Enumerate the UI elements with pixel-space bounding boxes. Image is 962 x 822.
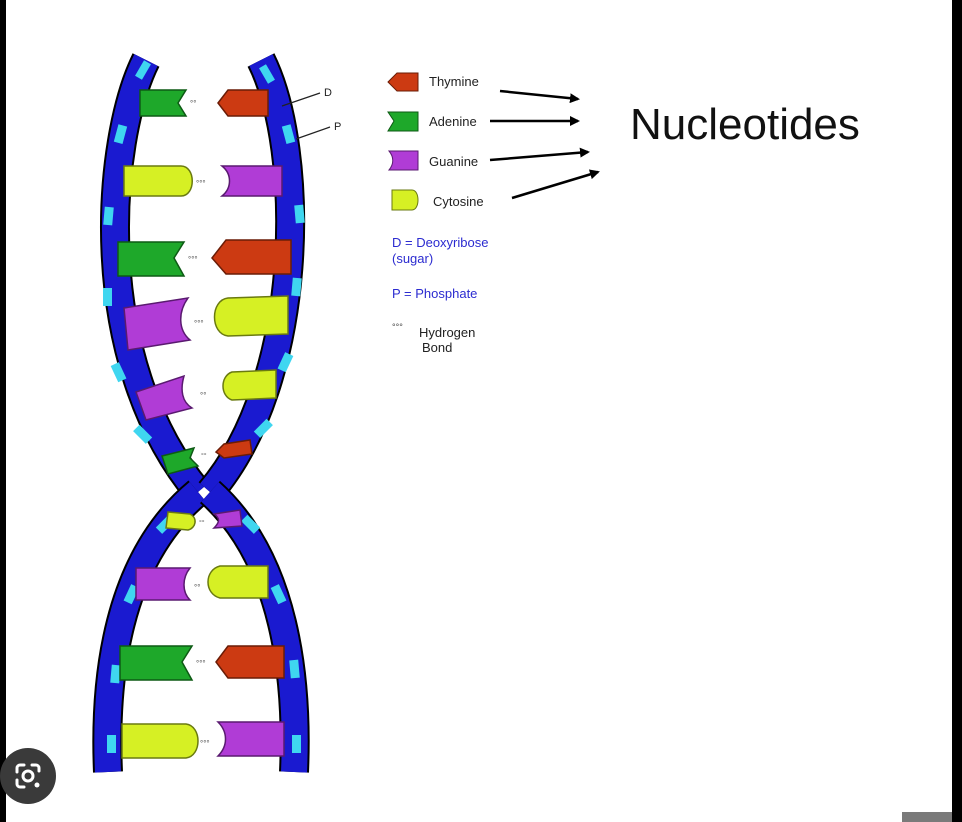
diagram-title: Nucleotides (630, 100, 860, 149)
hydrogen-bond: °°° (200, 739, 210, 748)
google-lens-button[interactable] (0, 748, 56, 804)
legend-deoxyribose-line1: D = Deoxyribose (392, 235, 488, 250)
arrow-cytosine (511, 169, 600, 200)
arrow-guanine (489, 147, 590, 162)
guanine-base (219, 165, 283, 197)
hydrogen-bond-symbol: °°° (392, 322, 403, 332)
guanine-base (216, 721, 285, 757)
base-pair-9: °°° (119, 645, 285, 681)
adenine-base (119, 645, 194, 681)
thymine-base (215, 645, 285, 679)
guanine-swatch (387, 150, 419, 171)
adenine-swatch (387, 111, 419, 132)
legend-label-cytosine: Cytosine (433, 194, 484, 209)
legend: Thymine Adenine Guanine Cytosine D = Deo… (387, 72, 488, 355)
legend-item-cytosine: Cytosine (391, 189, 484, 211)
cytosine-base (213, 295, 289, 337)
base-pair-2: °°° (123, 165, 283, 197)
deoxyribose-label: D (324, 87, 332, 99)
arrow-thymine (499, 89, 580, 104)
cytosine-base (165, 511, 196, 531)
hydrogen-bond: °° (190, 99, 196, 108)
cytosine-base (123, 165, 193, 197)
base-pair-4: °°° (123, 295, 289, 351)
adenine-base (117, 241, 186, 277)
adenine-base (139, 89, 188, 117)
arrows (489, 89, 600, 200)
thymine-base (217, 89, 269, 117)
base-pair-7: °° (165, 509, 243, 531)
thymine-base (211, 239, 292, 275)
base-pair-1: °° (139, 89, 269, 117)
phosphate-segments (103, 60, 305, 753)
diagram-canvas: °° °°° °°° °°° (6, 0, 952, 822)
thymine-swatch (387, 72, 419, 92)
base-pair-10: °°° (121, 721, 285, 759)
deoxyribose-pointer (281, 92, 321, 107)
phosphate-label: P (334, 121, 341, 133)
cytosine-base (207, 565, 269, 599)
google-lens-icon (15, 763, 41, 789)
hydrogen-bond: °°° (194, 319, 204, 328)
thymine-base (214, 439, 253, 459)
legend-hydrogen-line2: Bond (422, 340, 452, 355)
cytosine-swatch (391, 189, 419, 211)
hydrogen-bond: °°° (188, 255, 198, 264)
base-pair-3: °°° (117, 239, 292, 277)
hydrogen-bond: °° (194, 583, 200, 592)
legend-item-phosphate: P = Phosphate (392, 286, 477, 301)
strand-callouts: D P (281, 87, 341, 140)
legend-hydrogen-line1: Hydrogen (419, 325, 475, 340)
dna-nucleotides-diagram: °° °°° °°° °°° (92, 53, 860, 773)
guanine-base (123, 296, 192, 351)
hydrogen-bond: °° (200, 391, 206, 400)
cytosine-base (222, 369, 277, 401)
guanine-base (211, 509, 243, 529)
base-pair-6: °° (161, 439, 253, 475)
legend-item-guanine: Guanine (387, 150, 478, 171)
legend-item-hydrogen-bond: °°° Hydrogen Bond (392, 322, 475, 355)
guanine-base (135, 567, 192, 601)
hydrogen-bond: °° (199, 519, 205, 527)
cytosine-base (121, 723, 199, 759)
legend-item-thymine: Thymine (387, 72, 479, 92)
legend-item-deoxyribose: D = Deoxyribose (sugar) (392, 235, 488, 266)
legend-phosphate: P = Phosphate (392, 286, 477, 301)
adenine-base (161, 446, 200, 475)
hydrogen-bond: °°° (196, 659, 206, 668)
legend-deoxyribose-line2: (sugar) (392, 251, 433, 266)
legend-label-adenine: Adenine (429, 114, 477, 129)
legend-label-guanine: Guanine (429, 154, 478, 169)
base-pair-5: °° (135, 369, 277, 421)
guanine-base (135, 374, 194, 421)
phosphate-pointer (295, 126, 331, 140)
legend-label-thymine: Thymine (429, 74, 479, 89)
hydrogen-bond: °°° (196, 179, 206, 188)
corner-scrollbar-marker (902, 812, 952, 822)
base-pair-8: °° (135, 565, 269, 601)
dna-double-helix: °° °°° °°° °°° (92, 53, 310, 773)
hydrogen-bond: °° (201, 452, 207, 460)
legend-item-adenine: Adenine (387, 111, 477, 132)
